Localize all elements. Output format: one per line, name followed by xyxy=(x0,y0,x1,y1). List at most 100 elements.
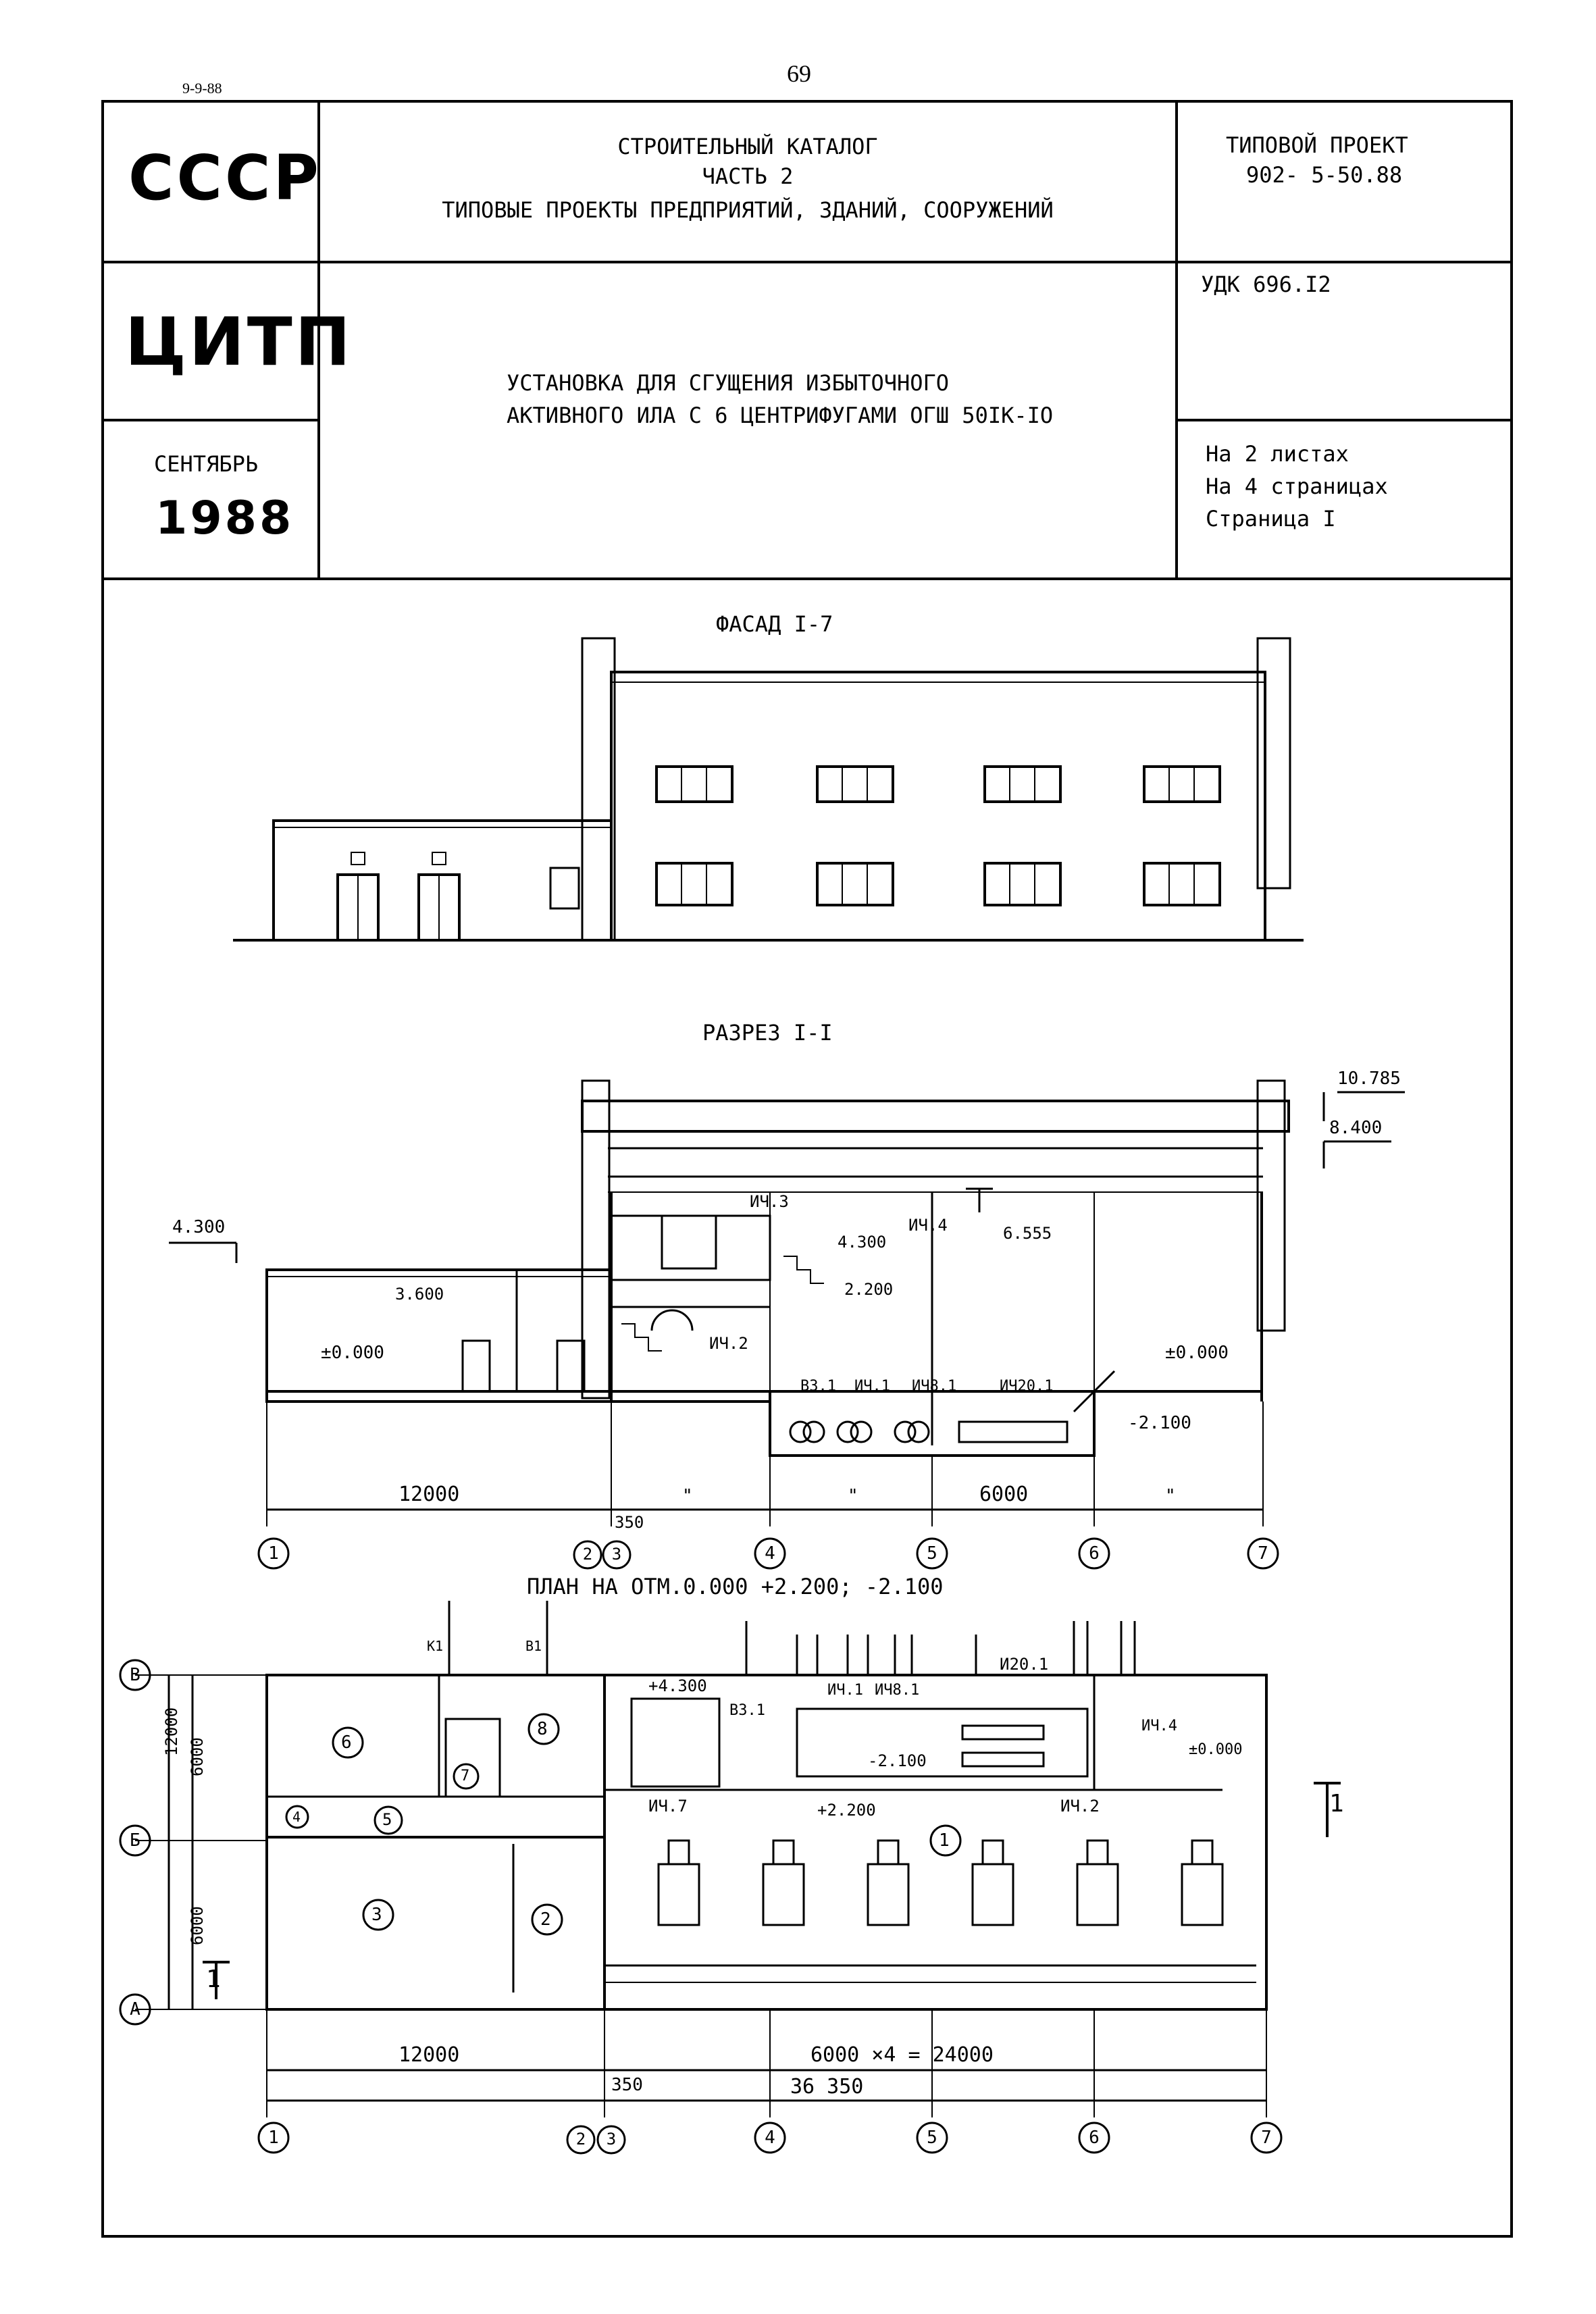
elev-zero-right: ±0.000 xyxy=(1165,1343,1229,1363)
plan-axis-b: Б xyxy=(130,1830,140,1851)
plan-title: ПЛАН НА ОТМ.0.000 +2.200; -2.100 xyxy=(527,1574,944,1599)
year-label: 1988 xyxy=(155,492,294,545)
org-label: ЦИТП xyxy=(125,304,353,381)
plan-drawing xyxy=(135,1601,1341,2117)
elev-3600: 3.600 xyxy=(395,1285,444,1304)
udk-code: УДК 696.I2 xyxy=(1201,272,1331,297)
room-1: 1 xyxy=(939,1830,950,1851)
section-axis-6: 6 xyxy=(1089,1543,1100,1564)
room-4: 4 xyxy=(292,1809,301,1825)
plan-axis-3: 3 xyxy=(606,2130,617,2149)
plan-axis-5: 5 xyxy=(927,2128,937,2148)
elev-roof: 8.400 xyxy=(1329,1118,1383,1138)
room-8: 8 xyxy=(537,1719,548,1739)
plan-axis-2: 2 xyxy=(575,2130,586,2149)
tag-ich3: ИЧ.3 xyxy=(750,1192,789,1211)
plan-elev-0000: ±0.000 xyxy=(1189,1741,1243,1758)
elev-minus-2100: -2.100 xyxy=(1128,1413,1191,1433)
plan-tag-v31: В3.1 xyxy=(729,1702,765,1719)
section-axis-7: 7 xyxy=(1258,1543,1268,1564)
tag-ich2: ИЧ.2 xyxy=(709,1334,748,1353)
tag-ich81: ИЧ8.1 xyxy=(912,1378,957,1395)
room-6: 6 xyxy=(341,1732,352,1753)
plan-left-dim-12000: 12000 xyxy=(162,1707,181,1756)
section-axis-3: 3 xyxy=(611,1545,622,1564)
tag-ich1: ИЧ.1 xyxy=(854,1378,890,1395)
section-axis-5: 5 xyxy=(927,1543,937,1564)
elev-left: 4.300 xyxy=(172,1217,226,1237)
tag-ich4: ИЧ.4 xyxy=(908,1216,948,1235)
plan-axis-7: 7 xyxy=(1261,2128,1272,2148)
page-number: 69 xyxy=(787,60,811,87)
room-5: 5 xyxy=(382,1810,392,1829)
plan-dim-350: 350 xyxy=(611,2075,643,2095)
room-2: 2 xyxy=(540,1909,551,1930)
project-label: ТИПОВОЙ ПРОЕКТ xyxy=(1226,132,1408,158)
elev-2200: 2.200 xyxy=(844,1280,894,1299)
plan-tag-ich2: ИЧ.2 xyxy=(1060,1797,1100,1816)
section-mark-left: 1 xyxy=(206,1965,221,1993)
facade-drawing xyxy=(233,637,1304,942)
section-drawing xyxy=(169,1079,1405,1526)
plan-dim-36350: 36 350 xyxy=(790,2075,864,2099)
section-dim-350: 350 xyxy=(615,1513,644,1532)
section-dim-ditto-1: " xyxy=(682,1486,693,1506)
month-label: СЕНТЯБРЬ xyxy=(154,451,259,477)
plan-tag-i201: И20.1 xyxy=(1000,1655,1049,1674)
pipe-tag-k1: К1 xyxy=(427,1638,444,1654)
room-7: 7 xyxy=(461,1768,470,1784)
room-3: 3 xyxy=(371,1905,382,1925)
section-axis-2: 2 xyxy=(582,1545,593,1564)
section-mark-right: 1 xyxy=(1329,1790,1344,1818)
tag-v31: В3.1 xyxy=(800,1378,836,1395)
section-axis-1: 1 xyxy=(268,1543,279,1564)
plan-elev-2200: +2.200 xyxy=(817,1801,876,1820)
country-label: СССР xyxy=(128,142,321,214)
catalog-title-1: СТРОИТЕЛЬНЫЙ КАТАЛОГ xyxy=(617,134,878,159)
plan-tag-ich47: ИЧ.7 xyxy=(648,1797,688,1816)
plan-elev-4300: +4.300 xyxy=(648,1676,707,1695)
elev-6555: 6.555 xyxy=(1003,1224,1052,1243)
title-block-col1 xyxy=(317,100,320,580)
title-block-col2 xyxy=(1175,100,1178,580)
plan-axis-a: А xyxy=(130,1999,140,2020)
tag-ich201: ИЧ20.1 xyxy=(1000,1378,1054,1395)
plan-left-dim-6000-top: 6000 xyxy=(188,1737,207,1776)
section-dim-6000: 6000 xyxy=(979,1483,1029,1506)
page-index: Страница I xyxy=(1206,506,1336,532)
title-block-left-divider xyxy=(101,419,317,421)
section-dim-12000: 12000 xyxy=(398,1483,460,1506)
doc-code: 9-9-88 xyxy=(182,80,222,97)
plan-tag-ich81: ИЧ8.1 xyxy=(875,1682,920,1699)
sheet-frame xyxy=(101,100,1513,2238)
plan-elev-2100: -2.100 xyxy=(868,1751,927,1770)
elev-zero-left: ±0.000 xyxy=(321,1343,384,1363)
section-dim-ditto-2: " xyxy=(848,1486,858,1506)
plan-axis-4: 4 xyxy=(765,2128,775,2148)
plan-axis-v: В xyxy=(130,1665,140,1685)
section-axis-4: 4 xyxy=(765,1543,775,1564)
plan-axis-6: 6 xyxy=(1089,2128,1100,2148)
plan-axis-1: 1 xyxy=(268,2128,279,2148)
elev-top: 10.785 xyxy=(1337,1069,1401,1089)
plan-left-dim-6000-bottom: 6000 xyxy=(188,1906,207,1945)
title-block-bottom xyxy=(101,577,1513,580)
sheets-count: На 2 листах xyxy=(1206,441,1349,467)
pipe-tag-v1: В1 xyxy=(525,1638,542,1654)
description-line-1: УСТАНОВКА ДЛЯ СГУЩЕНИЯ ИЗБЫТОЧНОГО xyxy=(507,370,950,396)
section-title: РАЗРЕЗ I-I xyxy=(702,1020,833,1046)
catalog-title-3: ТИПОВЫЕ ПРОЕКТЫ ПРЕДПРИЯТИЙ, ЗДАНИЙ, СОО… xyxy=(442,197,1054,223)
title-block-right-divider xyxy=(1175,419,1513,421)
pages-count: На 4 страницах xyxy=(1206,473,1388,499)
section-dim-ditto-3: " xyxy=(1165,1486,1176,1506)
plan-tag-ich1: ИЧ.1 xyxy=(827,1682,863,1699)
description-line-2: АКТИВНОГО ИЛА С 6 ЦЕНТРИФУГАМИ ОГШ 50IK-… xyxy=(507,403,1054,428)
elev-4300-inner: 4.300 xyxy=(838,1233,887,1252)
plan-tag-ich44: ИЧ.4 xyxy=(1141,1718,1177,1734)
plan-dim-12000: 12000 xyxy=(398,2043,460,2067)
project-code: 902- 5-50.88 xyxy=(1246,162,1403,188)
plan-dim-24000: 6000 ×4 = 24000 xyxy=(810,2043,994,2067)
catalog-title-2: ЧАСТЬ 2 xyxy=(702,163,794,189)
title-block-divider xyxy=(101,261,1513,263)
